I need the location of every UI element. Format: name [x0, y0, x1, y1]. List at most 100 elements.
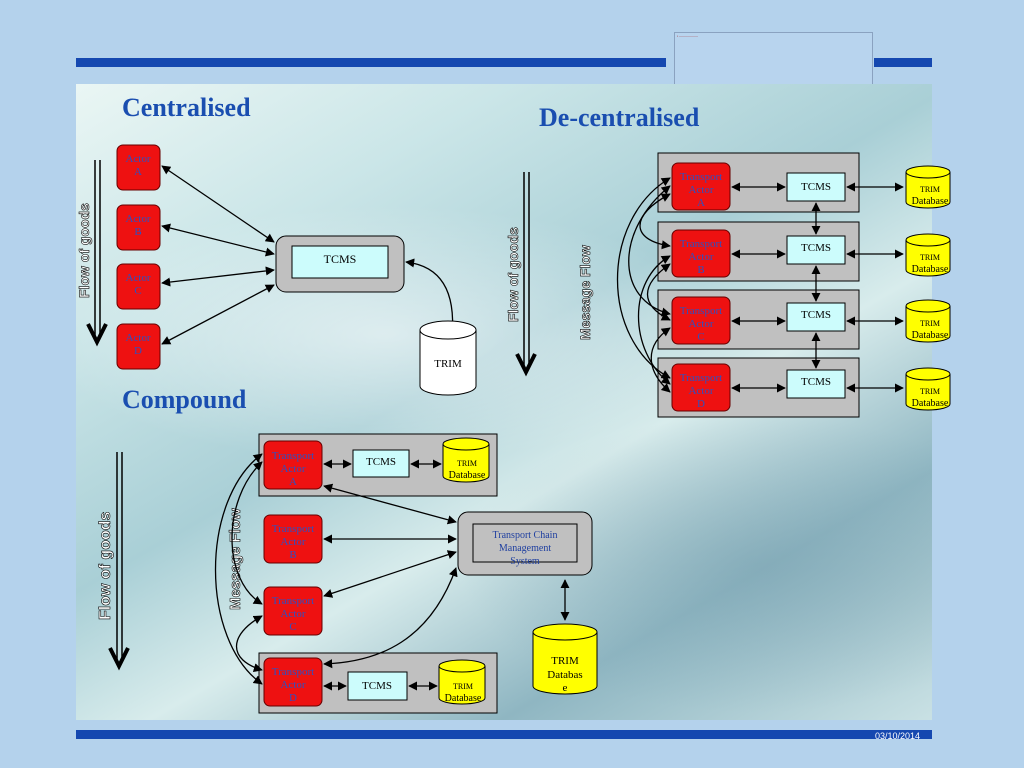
tcms-label: TCMS [801, 181, 831, 193]
compound-flow-label: Flow of goods [97, 511, 114, 620]
actor-letter: D [134, 345, 142, 357]
compound-message-label: Message Flow [227, 508, 244, 610]
centralised-trim-db[interactable]: TRIM [419, 320, 477, 396]
compound-tcms-system[interactable]: Transport Chain Management System [457, 511, 593, 576]
decentralised-trim-db-d[interactable]: TRIM Database [905, 367, 951, 411]
db-label: Database [912, 330, 949, 341]
compound-actor-a[interactable]: Transport Actor A [263, 440, 323, 490]
compound-trim-db-a[interactable]: TRIM Database [442, 437, 490, 483]
actor-letter: C [697, 331, 704, 343]
decentralised-links [617, 177, 904, 393]
centralised-tcms[interactable]: TCMS [275, 235, 405, 293]
top-bar-left [76, 58, 666, 67]
compound-tcms-d[interactable]: TCMS [347, 671, 408, 701]
tcms-label: TCMS [366, 456, 396, 468]
actor-label: Actor [688, 318, 713, 330]
compound-actor-c[interactable]: Transport Actor C [263, 586, 323, 636]
actor-label: Transport [272, 666, 314, 678]
actor-letter: A [289, 476, 297, 488]
actor-label: Actor [125, 272, 150, 284]
compound-trim-db-main[interactable]: TRIM Databas e [532, 623, 598, 695]
actor-label: Transport [272, 450, 314, 462]
decentralised-actor-b[interactable]: Transport Actor B [671, 229, 731, 278]
tcms-label: TCMS [801, 309, 831, 321]
decentralised-tcms-b[interactable]: TCMS [786, 235, 846, 265]
actor-label: Transport [272, 595, 314, 607]
db-label: Database [912, 398, 949, 409]
tcms-label: TCMS [324, 252, 357, 266]
frame-placeholder-icon: ▪ ───────── [677, 34, 699, 38]
db-label: TRIM [920, 387, 940, 396]
centralised-actor-a[interactable]: Actor A [116, 144, 161, 191]
centralised-actor-d[interactable]: Actor D [116, 323, 161, 370]
tcms-system-label: Management [499, 543, 551, 554]
compound-actor-d[interactable]: Transport Actor D [263, 657, 323, 707]
actor-letter: B [289, 549, 296, 561]
tcms-label: TCMS [801, 242, 831, 254]
actor-letter: C [134, 285, 141, 297]
actor-label: Actor [125, 332, 150, 344]
decentralised-actor-d[interactable]: Transport Actor D [671, 363, 731, 412]
db-label: TRIM [457, 459, 477, 468]
actor-label: Transport [680, 372, 722, 384]
actor-letter: A [697, 197, 705, 209]
db-label: e [563, 682, 568, 694]
decentralised-tcms-c[interactable]: TCMS [786, 302, 846, 332]
decentralised-heading: De-centralised [539, 103, 700, 132]
tcms-label: TCMS [801, 376, 831, 388]
top-bar-right [874, 58, 932, 67]
compound-tcms-a[interactable]: TCMS [352, 449, 410, 478]
actor-letter: C [289, 621, 296, 633]
actor-label: Transport [680, 171, 722, 183]
compound-flow-arrow [108, 452, 130, 671]
actor-label: Actor [280, 608, 305, 620]
decentralised-tcms-d[interactable]: TCMS [786, 369, 846, 399]
actor-label: Actor [280, 536, 305, 548]
db-label: Database [912, 196, 949, 207]
decentralised-trim-db-b[interactable]: TRIM Database [905, 233, 951, 277]
centralised-heading: Centralised [122, 93, 251, 122]
db-label: TRIM [920, 253, 940, 262]
compound-heading: Compound [122, 385, 247, 414]
db-label: Databas [547, 669, 582, 681]
compound-actor-b[interactable]: Transport Actor B [263, 514, 323, 564]
slide-date: 03/10/2014 [874, 731, 920, 741]
compound-links [214, 453, 570, 691]
decentralised-message-label: Message Flow [577, 245, 593, 340]
actor-label: Transport [680, 305, 722, 317]
db-label: Database [912, 264, 949, 275]
centralised-actor-b[interactable]: Actor B [116, 204, 161, 251]
actor-letter: B [697, 264, 704, 276]
decentralised-tcms-a[interactable]: TCMS [786, 172, 846, 202]
actor-label: Actor [125, 213, 150, 225]
decentralised-actor-c[interactable]: Transport Actor C [671, 296, 731, 345]
actor-label: Actor [280, 463, 305, 475]
actor-letter: A [134, 166, 142, 178]
centralised-flow-label: Flow of goods [76, 203, 92, 298]
actor-letter: D [289, 692, 297, 704]
tcms-label: TCMS [362, 680, 392, 692]
actor-label: Actor [125, 153, 150, 165]
tcms-system-label: System [510, 556, 540, 567]
compound-trim-db-d[interactable]: TRIM Database [438, 659, 486, 705]
centralised-links [161, 165, 458, 345]
decentralised-actor-a[interactable]: Transport Actor A [671, 162, 731, 211]
actor-label: Actor [280, 679, 305, 691]
tcms-system-label: Transport Chain [493, 530, 558, 541]
actor-letter: B [134, 226, 141, 238]
db-label: TRIM [453, 682, 473, 691]
decentralised-trim-db-a[interactable]: TRIM Database [905, 165, 951, 209]
actor-label: Transport [272, 523, 314, 535]
db-label: TRIM [920, 319, 940, 328]
bottom-bar [76, 730, 932, 739]
actor-label: Actor [688, 385, 713, 397]
db-label: Database [445, 693, 482, 704]
db-label: Database [449, 470, 486, 481]
decentralised-trim-db-c[interactable]: TRIM Database [905, 299, 951, 343]
centralised-flow-arrow [86, 160, 108, 347]
trim-label: TRIM [434, 358, 462, 370]
actor-letter: D [697, 398, 705, 410]
centralised-actor-c[interactable]: Actor C [116, 263, 161, 310]
decentralised-flow-label: Flow of goods [505, 227, 521, 322]
